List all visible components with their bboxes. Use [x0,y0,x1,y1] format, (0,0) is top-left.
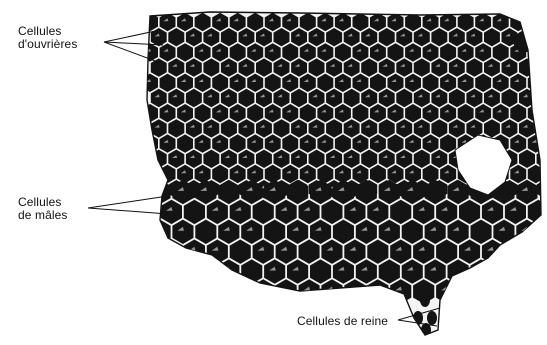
queen-cell [427,311,437,325]
cell-highlight [258,287,265,291]
cell-highlight [155,227,162,231]
comb-cell [537,58,547,76]
cell-highlight [540,94,545,97]
cell-highlight [476,267,483,271]
comb-cell [516,259,537,283]
cell-highlight [155,267,162,271]
comb-cell [230,279,251,303]
cell-highlight [540,155,545,158]
comb-cell [142,165,158,183]
cell-highlight [499,267,506,271]
cell-highlight [155,186,160,189]
cell-highlight [464,287,471,291]
cell-highlight [146,140,151,143]
cell-highlight [235,287,242,291]
comb-cell [207,279,228,303]
cell-highlight [200,267,207,271]
drone-cells-label-line2: de mâles [18,209,68,222]
queen-cells-label: Cellules de reine [297,315,388,328]
cell-highlight [166,287,173,291]
worker-cells-label-line2: d'ouvrières [18,38,77,51]
drone-cells-label: Cellules de mâles [18,196,68,222]
comb-cell [482,279,503,303]
cell-highlight [532,49,537,52]
comb-cell [528,13,544,31]
comb-cell [493,259,514,283]
comb-cell [505,279,526,303]
cell-highlight [189,287,196,291]
comb-cell [528,279,547,303]
comb-cell [537,89,547,107]
cell-highlight [532,18,537,21]
cell-highlight [533,287,540,291]
comb-cell [505,240,526,264]
comb-cell [537,28,547,46]
comb-cell [528,240,547,264]
worker-cells-label: Cellules d'ouvrières [18,25,77,51]
comb-cell [459,279,480,303]
comb-cell [195,259,216,283]
cell-highlight [540,64,545,67]
comb-cell [161,279,182,303]
cell-highlight [372,287,379,291]
comb-cell [149,259,170,283]
comb-cell [528,43,544,61]
queen-cells-label-text: Cellules de reine [297,315,388,328]
queen-cell [420,293,430,307]
cell-highlight [533,247,540,251]
cell-highlight [146,170,151,173]
comb-cell [537,119,547,137]
comb-cell [184,279,205,303]
comb-cell [172,259,193,283]
cell-highlight [510,287,517,291]
cell-highlight [223,267,230,271]
